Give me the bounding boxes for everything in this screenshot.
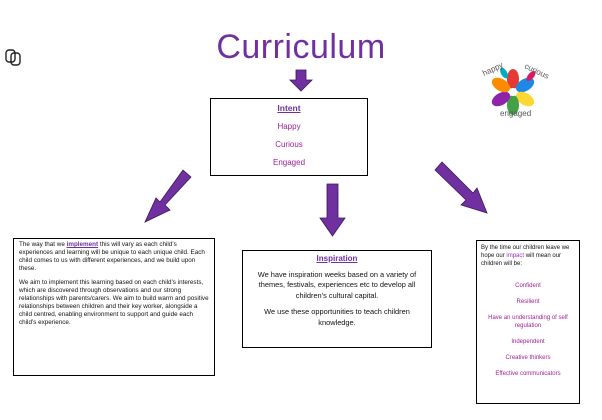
inspiration-paragraph-1: We have inspiration weeks based on a var… xyxy=(257,269,417,300)
arrow-down-title xyxy=(289,69,313,92)
logo-word-engaged: engaged xyxy=(500,109,531,118)
impact-item-resilient: Resilient xyxy=(516,299,540,305)
inspiration-heading: Inspiration xyxy=(316,254,358,263)
impact-item-confident: Confident xyxy=(515,283,541,289)
arrow-to-inspiration xyxy=(319,183,346,237)
intent-heading: Intent xyxy=(277,103,301,113)
impact-item-independent: Independent xyxy=(511,339,545,345)
implement-box: The way that we implement this will vary… xyxy=(13,238,215,376)
intent-item-happy: Happy xyxy=(277,122,301,131)
impact-item-self-regulation: Have an understanding of self regulation xyxy=(488,315,568,329)
impact-text-a: By the time our children leave we hope o… xyxy=(481,245,570,259)
impact-intro: By the time our children leave we hope o… xyxy=(481,244,575,268)
impact-keyword: impact xyxy=(506,253,525,259)
implement-paragraph-2: We aim to implement this learning based … xyxy=(19,279,209,326)
impact-item-effective-communicators: Effective communicators xyxy=(495,371,561,377)
arrow-to-impact xyxy=(434,161,488,214)
impact-item-creative-thinkers: Creative thinkers xyxy=(505,355,551,361)
implement-text-a: The way that we xyxy=(19,241,67,248)
implement-text-b: this will vary as each child’s experienc… xyxy=(19,241,205,272)
intent-item-curious: Curious xyxy=(275,140,303,149)
interlocking-rings-icon xyxy=(5,49,21,66)
impact-box: By the time our children leave we hope o… xyxy=(476,240,580,404)
intent-item-engaged: Engaged xyxy=(272,158,306,167)
impact-list: Confident Resilient Have an understandin… xyxy=(481,282,575,378)
inspiration-box: Inspiration We have inspiration weeks ba… xyxy=(242,250,432,348)
logo-word-happy: happy xyxy=(481,60,505,77)
impact-text-b: will mean our children will be: xyxy=(481,253,562,267)
inspiration-paragraph-2: We use these opportunities to teach chil… xyxy=(264,307,410,327)
page-title: Curriculum xyxy=(216,28,386,66)
intent-box: Intent Happy Curious Engaged xyxy=(210,98,368,176)
implement-keyword: implement xyxy=(66,241,99,248)
implement-paragraph-1: The way that we implement this will vary… xyxy=(19,241,209,273)
arrow-to-implement xyxy=(144,169,192,223)
hands-wheel-logo: happy curious engaged xyxy=(481,60,550,118)
